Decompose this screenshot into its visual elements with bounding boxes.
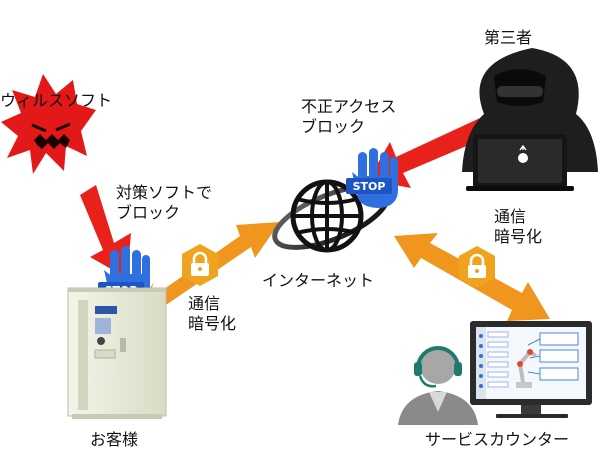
internet-label: インターネット [262, 271, 375, 290]
hacker-icon [462, 48, 598, 191]
third-party-label: 第三者 [484, 28, 533, 47]
cabinet-icon [67, 287, 167, 419]
service-counter-label: サービスカウンター [425, 430, 570, 449]
operator-icon [398, 346, 478, 425]
stop-hand-icon: STOP [346, 148, 398, 208]
lock-badge-left [182, 244, 218, 286]
block-unauthorized-access-label: 不正アクセス ブロック [301, 97, 397, 136]
hacker-to-internet-arrow [368, 118, 490, 188]
lock-icon [191, 251, 209, 276]
comm-encryption-left-label: 通信 暗号化 [188, 294, 237, 333]
monitor-icon [470, 321, 592, 418]
lock-icon [468, 253, 486, 278]
comm-encryption-right-label: 通信 暗号化 [494, 207, 543, 246]
customer-label: お客様 [90, 430, 139, 449]
virus-icon [1, 74, 96, 174]
lock-badge-right [459, 246, 495, 288]
block-antivirus-label: 対策ソフトで ブロック [116, 183, 213, 222]
robot-arm-icon [516, 349, 538, 388]
stop-label: STOP [353, 180, 386, 193]
virus-software-label: ウィルスソフト [0, 91, 113, 110]
